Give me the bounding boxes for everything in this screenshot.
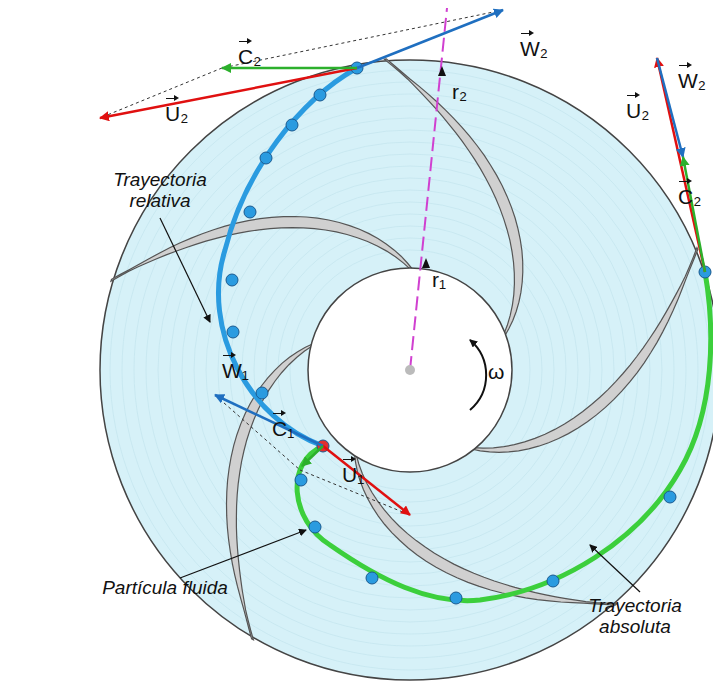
vector-label: U₁ xyxy=(342,456,364,486)
radius-label: r₁ xyxy=(432,268,446,291)
callout-label: Partícula fluida xyxy=(100,578,230,599)
vector-label: U₂ xyxy=(626,92,649,122)
vector-label: W₂ xyxy=(520,30,548,60)
vector-label: U₂ xyxy=(165,95,188,125)
callout-label: Trayectoria relativa xyxy=(95,170,225,212)
vector-label: W₁ xyxy=(222,352,249,382)
impeller-blade xyxy=(111,217,413,282)
vector-label: W₂ xyxy=(678,62,706,92)
vector-label: C₂ xyxy=(238,38,261,68)
callout-label: Trayectoria absoluta xyxy=(570,596,700,638)
impeller-blade xyxy=(227,344,314,640)
radius-label: r₂ xyxy=(452,80,467,103)
angular-velocity-label: ω xyxy=(488,360,504,383)
vector-label: C₁ xyxy=(272,410,294,440)
vector-label: C₂ xyxy=(678,178,701,208)
